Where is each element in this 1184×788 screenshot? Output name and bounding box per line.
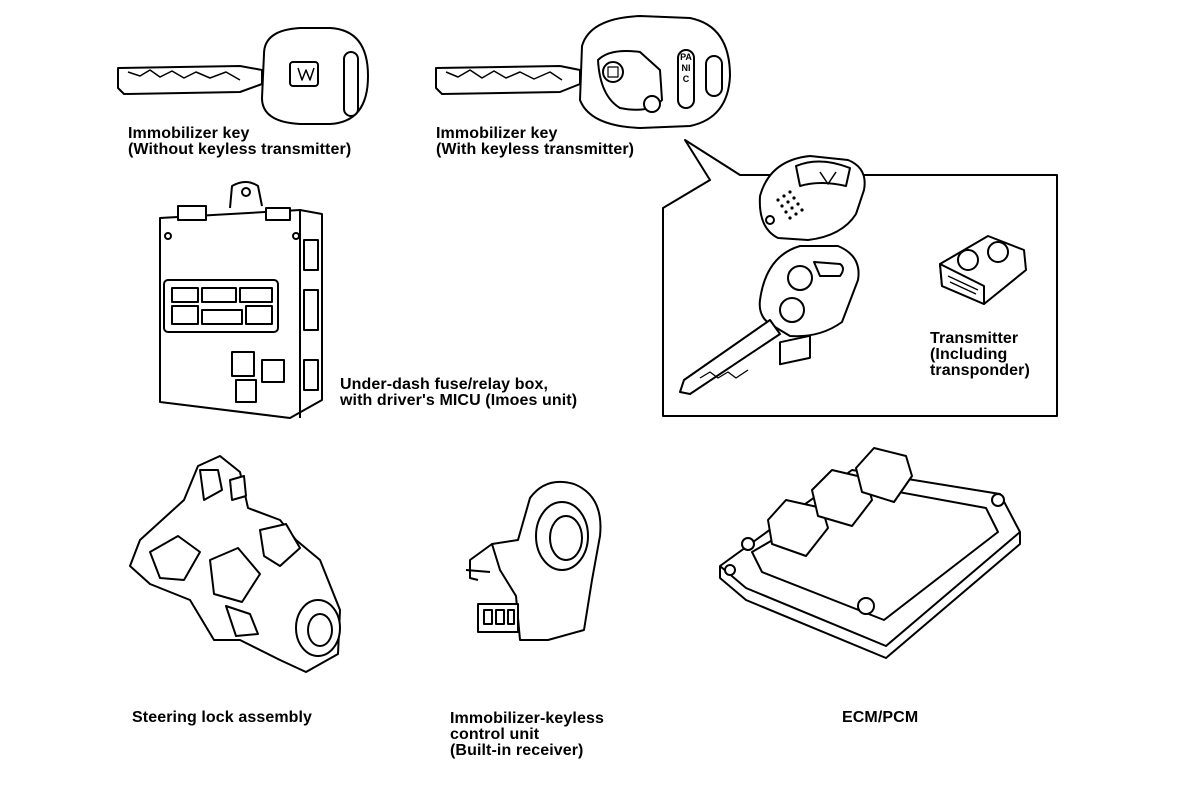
label-transmitter: Transmitter (Including transponder) [930, 330, 1030, 379]
steering-lock [129, 455, 341, 673]
label-ecm-pcm: ECM/PCM [842, 709, 919, 726]
key-frame [679, 245, 860, 395]
panic-button-text: PANIC [680, 52, 692, 84]
ecm-pcm-unit [719, 334, 1021, 659]
immobilizer-key-plain [117, 27, 369, 125]
label-key-without-transmitter: Immobilizer key (Without keyless transmi… [128, 125, 352, 158]
immobilizer-key-remote [435, 15, 731, 129]
immobilizer-control-unit [465, 480, 602, 641]
fob-shell [758, 155, 866, 241]
label-control-unit: Immobilizer-keyless control unit (Built-… [450, 710, 604, 759]
fuse-relay-box [159, 181, 323, 419]
label-steering-lock: Steering lock assembly [132, 709, 313, 726]
label-fuse-relay-box: Under-dash fuse/relay box, with driver's… [340, 376, 578, 409]
label-key-with-transmitter: Immobilizer key (With keyless transmitte… [436, 125, 635, 158]
transmitter-module [939, 235, 1027, 305]
